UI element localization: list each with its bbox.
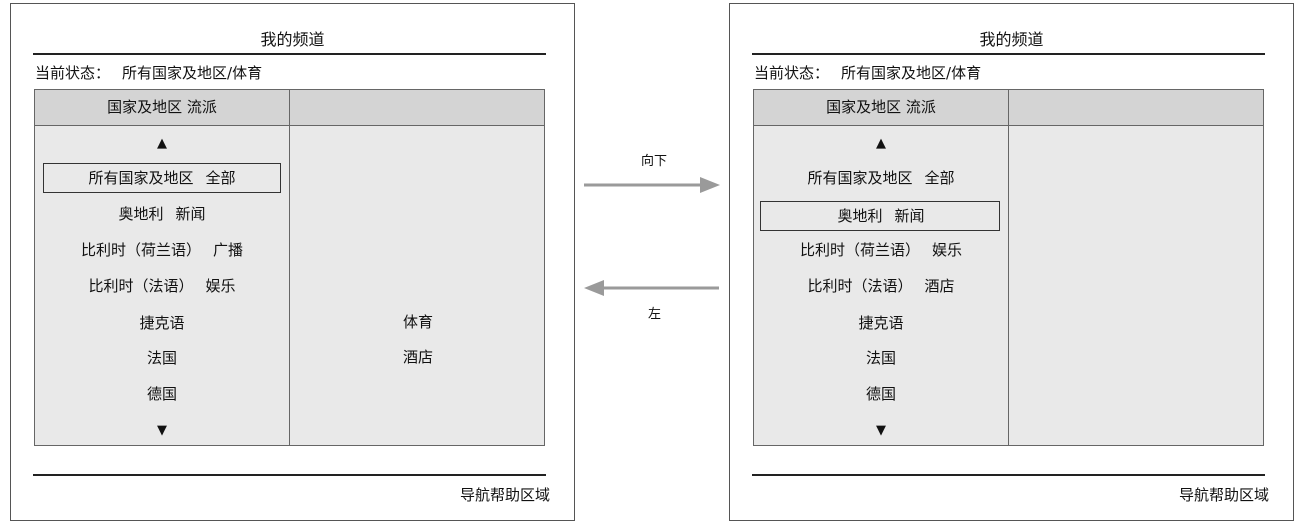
current-status: 当前状态： 所有国家及地区/体育 <box>35 62 262 83</box>
list-item[interactable]: 奥地利新闻 <box>35 202 289 226</box>
footer-divider <box>33 474 546 476</box>
right-arrow-icon <box>584 177 720 193</box>
list-item[interactable]: 奥地利新闻 <box>754 204 1008 228</box>
genre-label: 新闻 <box>175 205 206 223</box>
selection-highlight <box>760 201 1000 231</box>
list-item[interactable]: 捷克语 <box>754 311 1008 335</box>
list-item[interactable]: 德国 <box>754 382 1008 406</box>
list-item[interactable]: 比利时（荷兰语） 娱乐 <box>754 238 1008 262</box>
country-label: 捷克语 <box>139 314 185 332</box>
scroll-up-icon[interactable]: ▲ <box>876 136 886 151</box>
list-item[interactable]: 所有国家及地区全部 <box>35 166 289 190</box>
country-label: 德国 <box>146 385 177 403</box>
list-item[interactable]: 比利时（法语） 娱乐 <box>35 274 289 298</box>
status-value: 所有国家及地区/体育 <box>122 64 263 82</box>
country-label: 捷克语 <box>858 314 904 332</box>
navigation-help-area: 导航帮助区域 <box>459 486 550 504</box>
country-label: 奥地利 <box>837 207 883 225</box>
navigation-help-area: 导航帮助区域 <box>1178 486 1269 504</box>
column-divider <box>1008 90 1009 445</box>
status-label: 当前状态： <box>754 64 830 82</box>
genre-label: 娱乐 <box>205 277 236 295</box>
genre-label: 广播 <box>213 241 244 259</box>
country-label: 比利时（荷兰语） <box>799 241 920 259</box>
genre-item[interactable]: 体育 <box>402 313 433 331</box>
genre-label: 娱乐 <box>932 241 963 259</box>
country-label: 比利时（荷兰语） <box>80 241 201 259</box>
filter-header-label: 国家及地区 流派 <box>107 98 217 116</box>
genre-label: 全部 <box>205 169 236 187</box>
list-item[interactable]: 捷克语 <box>35 311 289 335</box>
list-item[interactable]: 德国 <box>35 382 289 406</box>
current-status: 当前状态： 所有国家及地区/体育 <box>754 62 981 83</box>
selection-highlight <box>43 163 281 193</box>
country-label: 比利时（法语） <box>807 277 913 295</box>
down-key-label: 向下 <box>641 154 668 169</box>
status-value: 所有国家及地区/体育 <box>841 64 982 82</box>
screen-before: 我的频道 当前状态： 所有国家及地区/体育 国家及地区 流派 ▲ 所有国家及地区全… <box>10 3 575 521</box>
filter-header-label: 国家及地区 流派 <box>826 98 936 116</box>
screen-after: 我的频道 当前状态： 所有国家及地区/体育 国家及地区 流派 ▲ 所有国家及地区全… <box>729 3 1294 521</box>
country-label: 德国 <box>865 385 896 403</box>
country-label: 所有国家及地区 <box>807 169 913 187</box>
list-item[interactable]: 所有国家及地区全部 <box>754 166 1008 190</box>
country-label: 法国 <box>865 349 896 367</box>
column-divider <box>289 90 290 445</box>
list-item[interactable]: 比利时（荷兰语） 广播 <box>35 238 289 262</box>
channel-filter-box: 国家及地区 流派 ▲ 所有国家及地区全部 奥地利新闻 比利时（荷兰语） 广播 比利… <box>34 89 545 446</box>
channel-filter-box: 国家及地区 流派 ▲ 所有国家及地区全部 奥地利新闻 比利时（荷兰语）娱乐比利时… <box>753 89 1264 446</box>
left-arrow-icon <box>584 280 719 296</box>
country-label: 所有国家及地区 <box>88 169 194 187</box>
left-key-label: 左 <box>648 307 662 322</box>
genre-label: 酒店 <box>924 277 955 295</box>
status-label: 当前状态： <box>35 64 111 82</box>
screen-title: 我的频道 <box>260 30 325 49</box>
country-label: 奥地利 <box>118 205 164 223</box>
scroll-up-icon[interactable]: ▲ <box>157 136 167 151</box>
list-item[interactable]: 比利时（法语） 酒店 <box>754 274 1008 298</box>
list-item[interactable]: 法国 <box>35 346 289 370</box>
genre-item[interactable]: 酒店 <box>402 348 433 366</box>
footer-divider <box>752 474 1265 476</box>
country-label: 法国 <box>146 349 177 367</box>
scroll-down-icon[interactable]: ▼ <box>876 423 886 438</box>
scroll-down-icon[interactable]: ▼ <box>157 423 167 438</box>
list-item[interactable]: 法国 <box>754 346 1008 370</box>
country-label: 比利时（法语） <box>88 277 194 295</box>
genre-label: 新闻 <box>894 207 925 225</box>
screen-title: 我的频道 <box>979 30 1044 49</box>
title-divider <box>752 53 1265 55</box>
title-divider <box>33 53 546 55</box>
genre-label: 全部 <box>924 169 955 187</box>
